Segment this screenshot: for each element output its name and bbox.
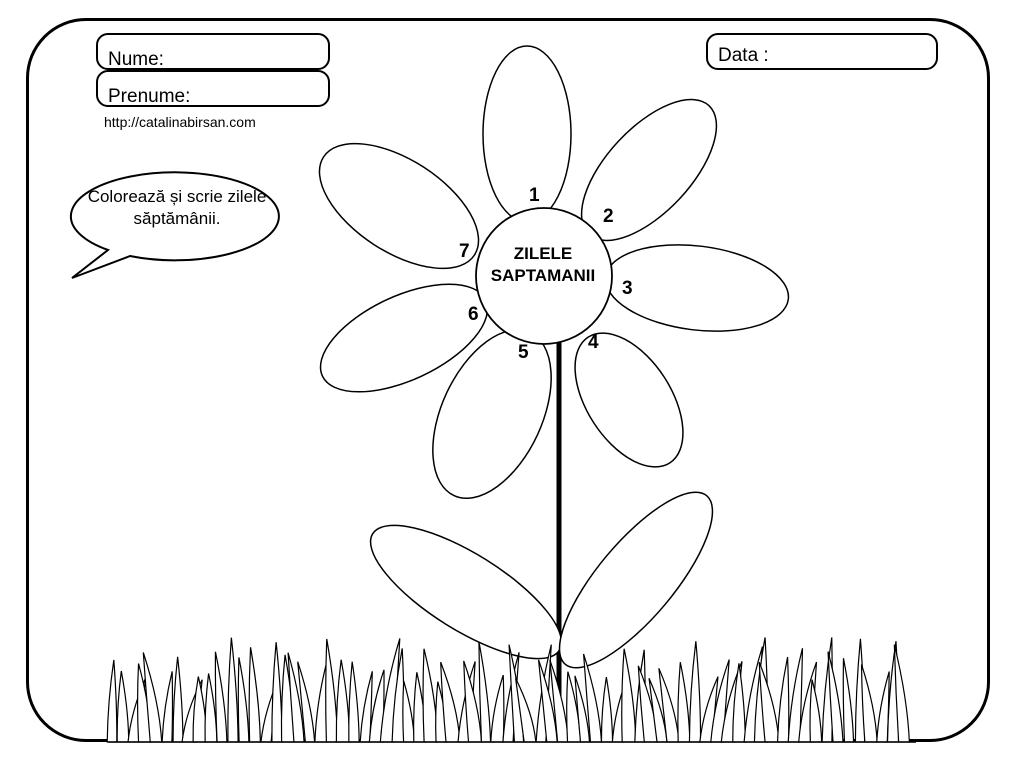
grass-blade xyxy=(809,679,823,743)
grass-blade xyxy=(688,641,702,743)
grass-blade xyxy=(142,652,163,743)
grass-blade xyxy=(732,663,746,743)
grass-blade xyxy=(776,656,790,743)
grass-blade xyxy=(348,661,360,743)
grass-blade xyxy=(237,657,250,743)
grass-blade xyxy=(478,641,492,743)
grass-blade xyxy=(600,676,614,743)
grass-blade xyxy=(842,658,855,743)
date-label: Data : xyxy=(718,45,769,66)
surname-field[interactable]: Prenume: xyxy=(96,70,330,107)
grass-blade xyxy=(463,660,483,743)
grass-blade xyxy=(287,652,305,743)
petal-1 xyxy=(482,45,572,223)
grass-blade xyxy=(582,653,603,743)
grass-blade xyxy=(677,662,691,743)
grass-blade xyxy=(227,637,239,743)
grass-blade xyxy=(440,661,461,743)
name-label: Nume: xyxy=(108,49,164,70)
source-url: http://catalinabirsan.com xyxy=(104,114,256,130)
grass-blade xyxy=(271,642,283,743)
grass-blade xyxy=(537,659,558,743)
grass-blade xyxy=(827,651,844,743)
grass-blade xyxy=(335,659,351,743)
petal-7 xyxy=(318,142,480,270)
grass-blade xyxy=(893,644,910,743)
grass-blade xyxy=(116,670,130,743)
name-field[interactable]: Nume: xyxy=(96,33,330,70)
petal-number-1: 1 xyxy=(529,185,540,206)
center-title-line1: ZILELE xyxy=(513,244,573,263)
leaves xyxy=(369,491,714,669)
grass-blade xyxy=(490,674,505,743)
left-leaf xyxy=(369,524,563,660)
grass-blade xyxy=(515,678,537,743)
speech-bubble xyxy=(69,171,280,279)
surname-label: Prenume: xyxy=(108,86,191,107)
petal-number-3: 3 xyxy=(622,278,633,299)
grass-blade xyxy=(621,648,637,743)
petal-number-7: 7 xyxy=(459,241,470,262)
flower-center xyxy=(475,207,613,345)
petal-number-6: 6 xyxy=(468,304,479,325)
grass xyxy=(106,637,916,743)
petal-number-2: 2 xyxy=(603,206,614,227)
grass-blade xyxy=(574,675,591,743)
grass-blade xyxy=(860,664,878,743)
grass-blade xyxy=(172,656,184,743)
petal-number-5: 5 xyxy=(518,342,529,363)
right-leaf xyxy=(558,491,714,669)
petals xyxy=(318,45,790,500)
date-field[interactable]: Data : xyxy=(706,33,938,70)
petal-number-4: 4 xyxy=(588,332,599,353)
grass-blade xyxy=(106,659,118,743)
petal-4 xyxy=(574,332,684,468)
grass-blade xyxy=(248,647,261,743)
grass-blade xyxy=(658,668,680,743)
grass-blade xyxy=(402,680,416,743)
flower-center-title: ZILELE SAPTAMANII xyxy=(479,243,607,287)
center-title-line2: SAPTAMANII xyxy=(490,266,596,285)
instruction-text: Colorează și scrie zilele săptămânii. xyxy=(87,187,267,228)
grass-blade xyxy=(161,671,174,743)
grass-blade xyxy=(758,661,780,743)
grass-blade xyxy=(214,651,228,743)
grass-blade xyxy=(297,661,316,743)
